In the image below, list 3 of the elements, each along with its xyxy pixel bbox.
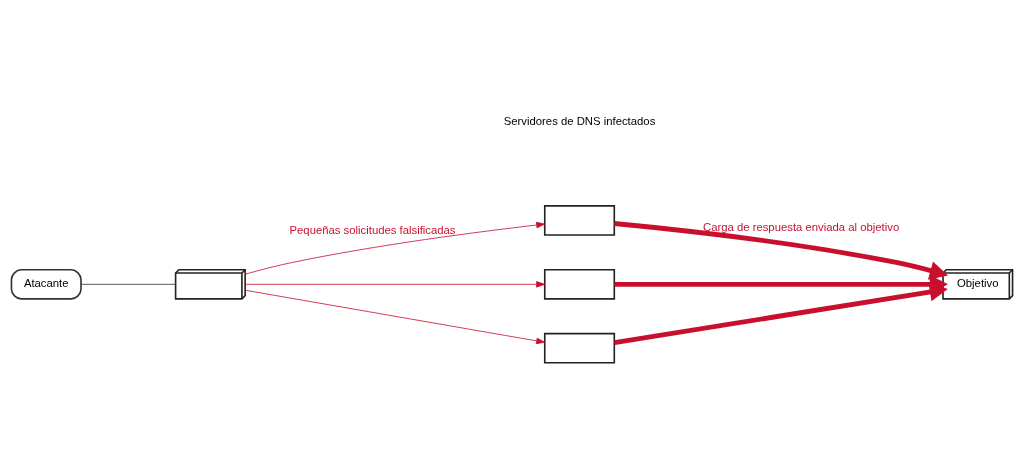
edge-label: Carga de respuesta enviada al objetivo bbox=[702, 220, 900, 233]
label: Servidores de DNS infectados bbox=[503, 114, 656, 127]
edge-label: Pequeñas solicitudes falsificadas bbox=[289, 223, 456, 236]
